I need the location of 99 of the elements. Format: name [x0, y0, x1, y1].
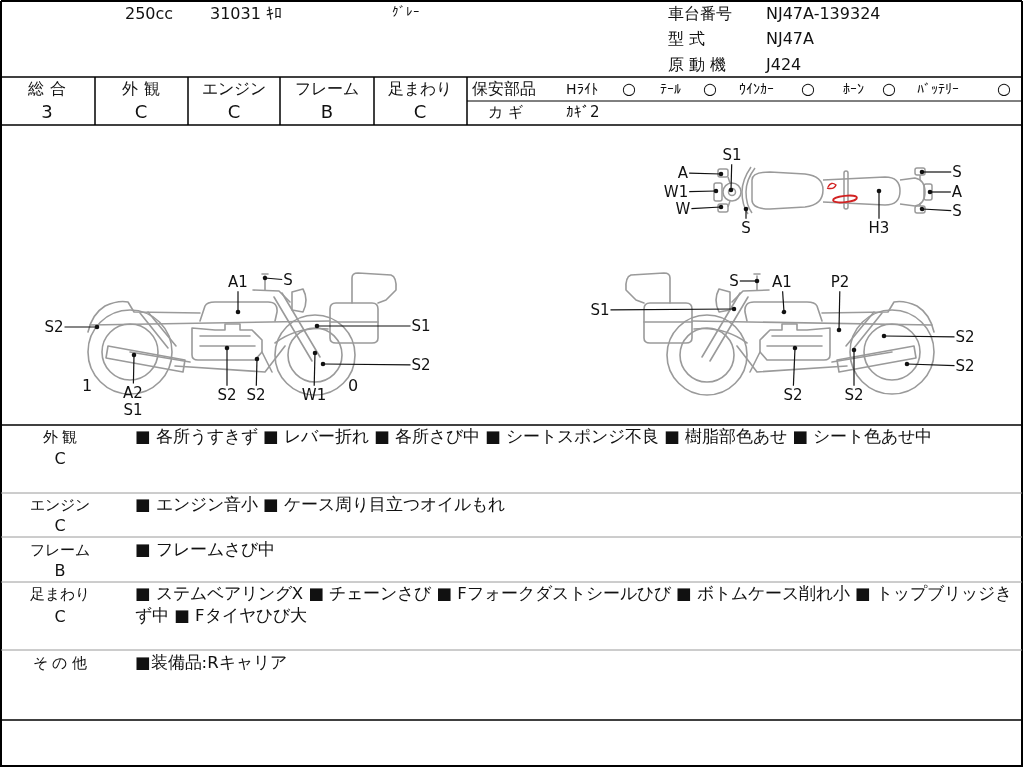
- motorcycle-top-view-drawing: [713, 166, 933, 215]
- damage-code: A: [951, 183, 963, 201]
- leader-line: [851, 347, 857, 387]
- damage-code: S2: [44, 318, 64, 336]
- damage-code: S2: [844, 386, 864, 404]
- leader-line: [781, 290, 787, 315]
- grade-value: 3: [41, 101, 53, 123]
- leader-line: [262, 275, 283, 281]
- damage-code: S1: [722, 146, 742, 164]
- leader-line: [254, 356, 260, 387]
- remark-text: ■ ステムベアリングX ■ チェーンさび ■ Fフォークダストシールひび ■ ボトムケース削れ小 ■ トップブリッジきず中 ■ Fタイヤひび大: [135, 583, 1013, 627]
- grade-value: C: [54, 607, 66, 627]
- leader-line: [927, 189, 952, 195]
- leader-line: [739, 278, 760, 284]
- damage-code: H3: [868, 219, 890, 237]
- grade-heading: エンジン: [202, 79, 266, 99]
- equipment-label: ﾊﾞｯﾃﾘｰ: [917, 80, 959, 98]
- field-value: NJ47A: [766, 29, 814, 49]
- grade-heading: 外 観: [122, 79, 160, 99]
- field-value: NJ47A-139324: [766, 4, 881, 24]
- mileage-text: 31031 ｷﾛ: [210, 4, 282, 24]
- grade-value: C: [134, 101, 148, 123]
- damage-code: P2: [830, 273, 850, 291]
- field-value: ｶｷﾞ2: [566, 103, 600, 121]
- field-label: 保安部品: [472, 79, 536, 99]
- equipment-label: ﾎｰﾝ: [843, 80, 864, 98]
- ok-mark: ○: [703, 79, 717, 99]
- ok-mark: ○: [622, 79, 636, 99]
- damage-code: A1: [772, 273, 792, 291]
- ok-mark: ○: [882, 79, 896, 99]
- category-heading: フレーム: [30, 541, 90, 559]
- grade-value: B: [54, 561, 66, 581]
- number-text: 0: [347, 376, 359, 396]
- damage-code: S: [952, 163, 962, 181]
- leader-line: [224, 345, 230, 387]
- leader-line: [688, 188, 719, 194]
- leader-line: [743, 206, 749, 220]
- damage-code: S2: [783, 386, 803, 404]
- equipment-label: Hﾗｲﾄ: [566, 80, 598, 98]
- category-heading: エンジン: [30, 496, 90, 514]
- remark-text: ■ エンジン音小 ■ ケース周り目立つオイルもれ: [135, 494, 506, 516]
- grade-heading: フレーム: [295, 79, 359, 99]
- damage-code: S: [729, 272, 739, 290]
- category-heading: そ の 他: [32, 654, 88, 672]
- grade-heading: 総 合: [28, 79, 66, 99]
- leader-line: [792, 345, 798, 387]
- equipment-label: ｳｲﾝｶｰ: [739, 80, 774, 98]
- grade-value: C: [413, 101, 427, 123]
- leader-line: [63, 324, 100, 330]
- field-label: 型 式: [668, 29, 706, 49]
- damage-code: S2: [955, 328, 975, 346]
- damage-code: S: [952, 202, 962, 220]
- damage-code: W: [675, 200, 691, 218]
- leader-line: [609, 306, 737, 312]
- damage-code: S1: [123, 401, 143, 418]
- category-heading: 足まわり: [30, 585, 90, 603]
- leader-line: [919, 169, 952, 175]
- leader-line: [904, 361, 956, 367]
- damage-code: S2: [955, 357, 975, 375]
- field-label: カ ギ: [488, 103, 523, 121]
- remark-text: ■装備品:Rキャリア: [135, 652, 288, 674]
- grade-value: C: [227, 101, 241, 123]
- field-label: 原 動 機: [668, 55, 727, 75]
- displacement-text: 250cc: [125, 4, 174, 24]
- equipment-label: ﾃｰﾙ: [660, 80, 681, 98]
- damage-code: S2: [411, 356, 431, 374]
- leader-line: [688, 171, 724, 177]
- grade-value: C: [54, 516, 66, 536]
- leader-line: [314, 323, 412, 329]
- damage-code: S: [283, 271, 293, 289]
- grade-heading: 足まわり: [388, 79, 452, 99]
- damage-code: A2: [123, 384, 143, 401]
- leader-line: [881, 333, 956, 339]
- remark-text: ■ フレームさび中: [135, 539, 276, 561]
- leader-line: [690, 204, 724, 210]
- damage-code: W1: [301, 386, 327, 404]
- ok-mark: ○: [997, 79, 1011, 99]
- number-text: 1: [81, 376, 93, 396]
- damage-code: W1: [663, 183, 689, 201]
- damage-code: A1: [228, 273, 248, 291]
- color-text: ｸﾞﾚｰ: [392, 4, 420, 20]
- damage-code: S: [741, 219, 751, 237]
- leader-line: [919, 206, 952, 212]
- leader-line: [235, 290, 241, 315]
- damage-code: S2: [217, 386, 237, 404]
- damage-code: S2: [246, 386, 266, 404]
- grade-value: B: [320, 101, 334, 123]
- leader-line: [320, 361, 412, 367]
- damage-code: S1: [411, 317, 431, 335]
- category-heading: 外 観: [42, 428, 78, 446]
- remark-text: ■ 各所うすきず ■ レバー折れ ■ 各所さび中 ■ シートスポンジ不良 ■ 樹脂部色あせ ■ シート色あせ中: [135, 426, 934, 448]
- leader-line: [836, 290, 842, 333]
- damage-code: S1: [590, 301, 610, 319]
- ok-mark: ○: [801, 79, 815, 99]
- field-value: J424: [766, 55, 802, 75]
- field-label: 車台番号: [668, 4, 732, 24]
- leader-line: [876, 188, 882, 220]
- grade-value: C: [54, 449, 66, 469]
- damage-code: A: [677, 164, 689, 182]
